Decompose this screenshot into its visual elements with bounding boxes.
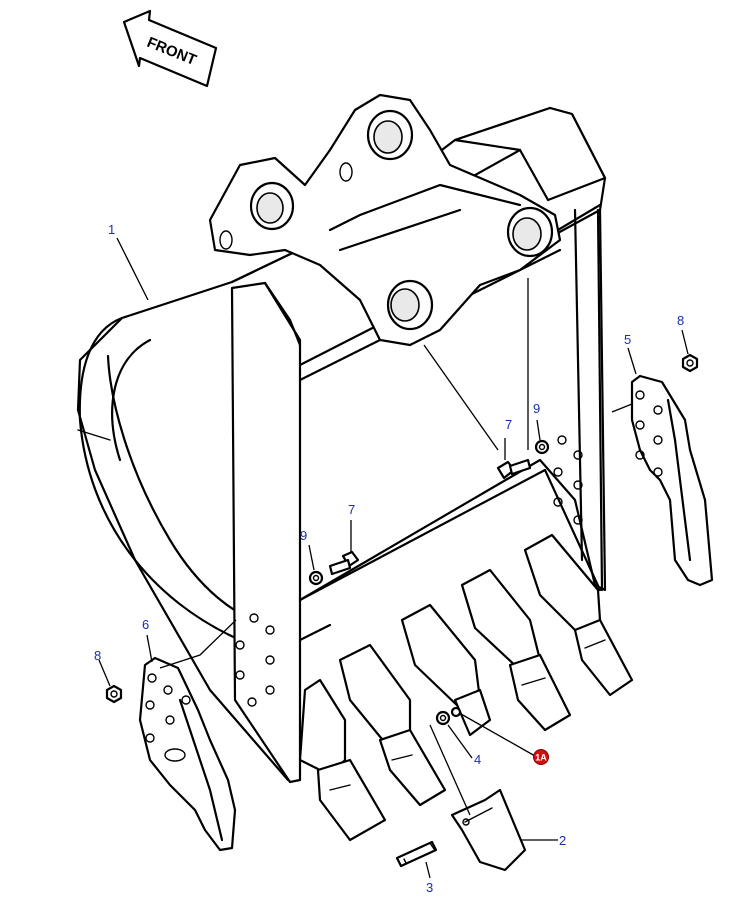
front-arrow: FRONT: [122, 9, 218, 88]
tooth-pin: [395, 840, 438, 868]
pin-boss-top-left: [249, 181, 295, 231]
callout-5: 5: [624, 332, 631, 347]
callout-7-lower: 7: [348, 502, 355, 517]
pin-boss-lower-left: [386, 279, 434, 331]
callout-6: 6: [142, 617, 149, 632]
side-plate-holes-right: [553, 435, 583, 525]
callout-8-upper: 8: [677, 313, 684, 328]
lock-washer-upper: [534, 439, 550, 455]
pin-boss-lower-right: [506, 206, 554, 258]
bolt-upper: [496, 458, 532, 480]
callout-2: 2: [559, 833, 566, 848]
lock-washer-lower: [308, 570, 324, 586]
tooth-2: [338, 643, 447, 807]
bolt-lower: [328, 550, 360, 576]
pin-retainer: [435, 706, 462, 726]
pin-boss-top-right: [366, 109, 414, 161]
callout-labels: 1 2 3 4 5 6 7 7 8 8 9 9: [94, 222, 684, 895]
callout-8-lower: 8: [94, 648, 101, 663]
bucket-teeth: [298, 533, 634, 842]
callout-9-lower: 9: [300, 528, 307, 543]
tooth-5: [523, 533, 634, 697]
callout-9-upper: 9: [533, 401, 540, 416]
tooth-point: [450, 788, 527, 872]
side-plate-holes-left: [235, 613, 275, 707]
side-cutter-left: [138, 656, 237, 852]
callout-4: 4: [474, 752, 481, 767]
tooth-4: [460, 568, 572, 732]
leader-lines: [98, 237, 689, 879]
callout-7-upper: 7: [505, 417, 512, 432]
side-cutter-right: [630, 374, 714, 587]
tooth-3: [400, 603, 492, 737]
callout-1: 1: [108, 222, 115, 237]
callout-3: 3: [426, 880, 433, 895]
nut-lower-left: [105, 684, 123, 704]
mounting-brackets: [208, 93, 583, 707]
tooth-1: [298, 678, 387, 842]
nut-upper-right: [681, 353, 699, 373]
callout-1a-badge: 1A: [533, 749, 549, 765]
callout-1a: 1A: [535, 753, 547, 763]
